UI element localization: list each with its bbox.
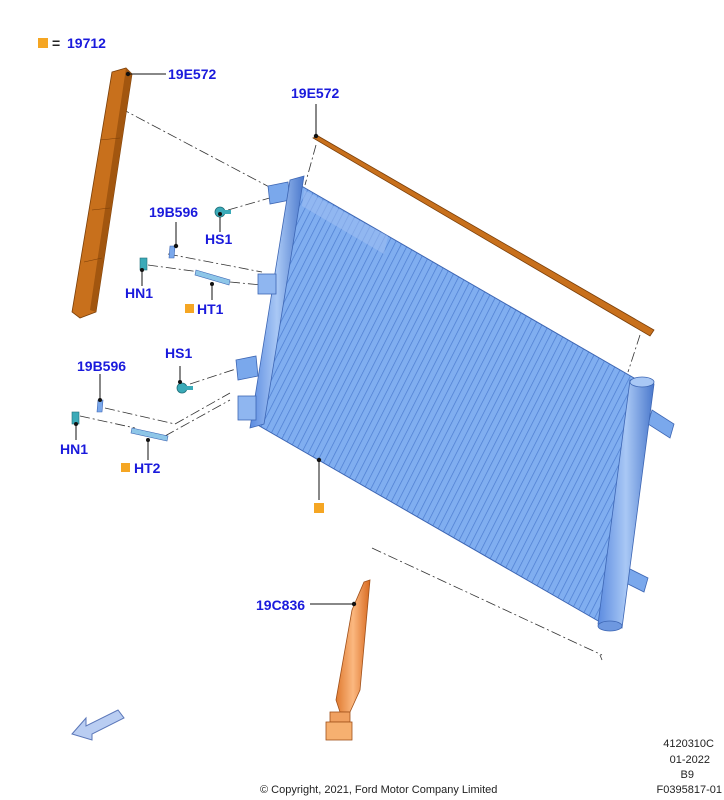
meta-revision: B9 [681, 769, 694, 781]
assembly-lines [79, 107, 641, 661]
callout-bolt-upper: HS1 [205, 231, 232, 247]
meta-date: 01-2022 [670, 754, 710, 766]
callout-tube-lower: HT2 [134, 460, 161, 476]
legend-code: 19712 [67, 35, 106, 51]
legend-marker-ht2 [121, 463, 130, 472]
sensor-upper-icon [168, 245, 176, 259]
callout-bolt-lower: HS1 [165, 345, 192, 361]
meta-file-id: F0395817-01 [657, 784, 722, 796]
callout-strip-left: 19E572 [168, 66, 216, 82]
meta-illustration-id: 4120310C [663, 738, 714, 750]
callout-nut-upper: HN1 [125, 285, 153, 301]
legend-marker [38, 38, 48, 48]
bolt-upper-icon [214, 206, 231, 218]
front-direction-arrow-icon [71, 709, 125, 741]
leader-dots [74, 71, 357, 607]
callout-nut-lower: HN1 [60, 441, 88, 457]
legend-marker-ht1 [185, 304, 194, 313]
tube-lower-icon [130, 427, 169, 442]
foam-strip-left [71, 67, 133, 319]
legend: = 19712 [38, 35, 106, 51]
callout-drier: 19C836 [256, 597, 305, 613]
callouts: 19E572 19E572 19B596 HS1 HN1 HT1 HS1 19B… [60, 66, 339, 613]
legend-marker-core [314, 503, 324, 513]
callout-tube-upper: HT1 [197, 301, 224, 317]
document-meta: 4120310C 01-2022 B9 F0395817-01 [657, 738, 722, 796]
tube-upper-icon [194, 269, 231, 286]
nut-upper-icon [139, 257, 148, 271]
callout-sensor-lower: 19B596 [77, 358, 126, 374]
copyright: © Copyright, 2021, Ford Motor Company Li… [260, 784, 497, 796]
fittings [71, 206, 231, 442]
callout-sensor-upper: 19B596 [149, 204, 198, 220]
callout-strip-top: 19E572 [291, 85, 339, 101]
leader-lines [75, 73, 354, 605]
bolt-lower-icon [176, 382, 193, 394]
legend-equals: = [52, 35, 60, 51]
receiver-drier [325, 579, 371, 741]
condenser [235, 175, 675, 632]
